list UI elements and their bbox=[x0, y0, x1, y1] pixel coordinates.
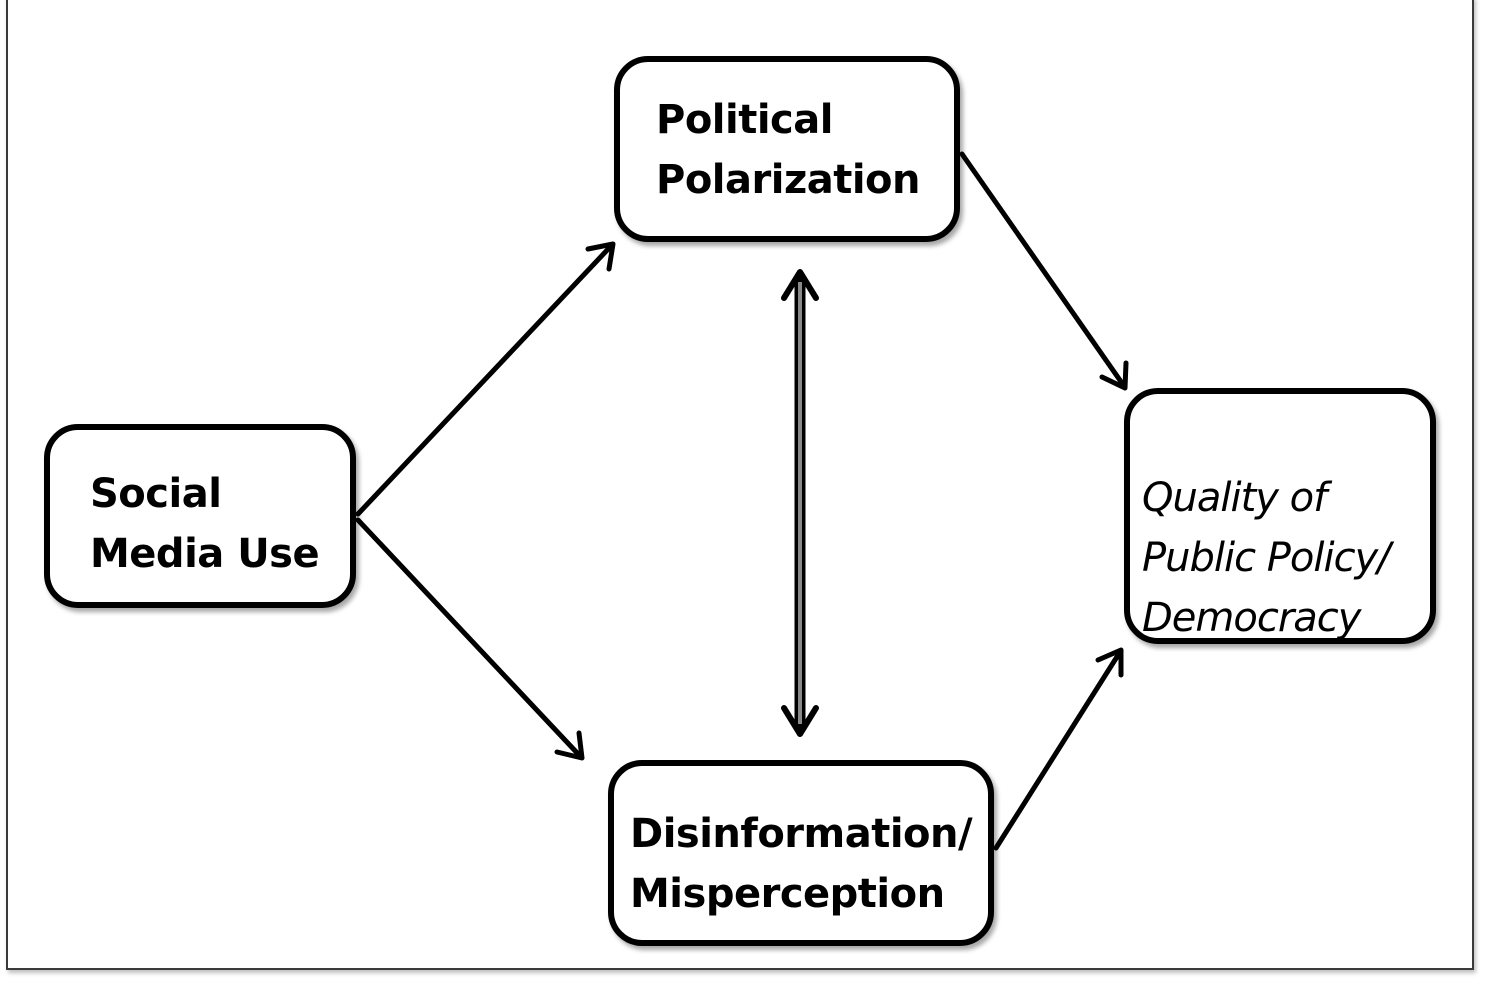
node-label-line: Social bbox=[90, 471, 222, 517]
node-label-line: Political bbox=[656, 97, 833, 143]
edge-polarization-to-quality bbox=[959, 151, 1129, 391]
node-political-polarization: Political Polarization bbox=[614, 56, 960, 242]
edge-social-to-disinformation bbox=[355, 517, 585, 761]
node-label-line: Media Use bbox=[90, 531, 320, 577]
edge-disinformation-to-quality bbox=[993, 647, 1124, 851]
edge-social-to-polarization bbox=[355, 241, 616, 517]
node-label-line: Polarization bbox=[656, 157, 921, 203]
edge-polarization-disinformation-double bbox=[781, 269, 819, 737]
node-disinformation-misperception: Disinformation/ Misperception bbox=[608, 760, 994, 946]
node-quality-of-public-policy: Quality of Public Policy/ Democracy bbox=[1124, 388, 1436, 644]
node-label-line: Misperception bbox=[630, 871, 945, 917]
node-social-media-use: Social Media Use bbox=[44, 424, 356, 608]
node-label-line: Disinformation/ bbox=[630, 811, 973, 857]
node-label-line: Quality of bbox=[1142, 475, 1327, 521]
node-label-line: Democracy bbox=[1142, 595, 1361, 641]
node-label-line: Public Policy/ bbox=[1142, 535, 1391, 581]
